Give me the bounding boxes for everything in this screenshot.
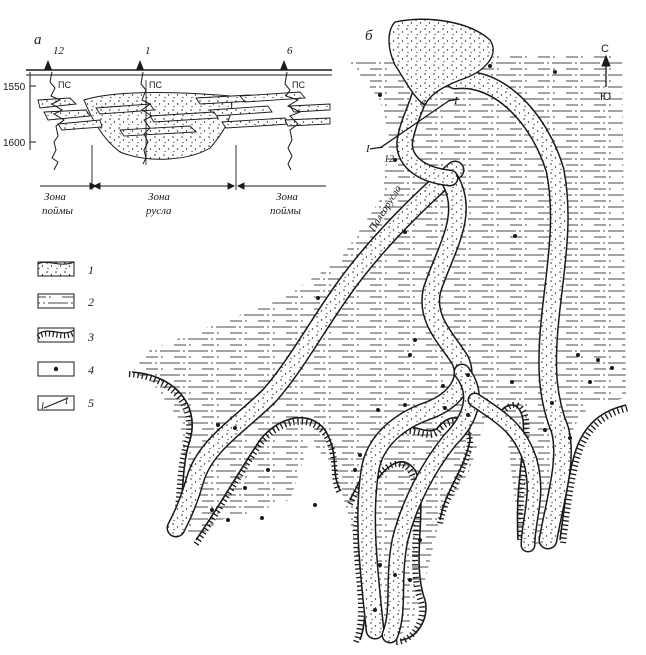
well-dot [466,373,470,377]
well-dot [576,353,580,357]
panel-letter-a: а [34,32,42,48]
well-dot [358,453,362,457]
well-dot [466,413,470,417]
well-dot [373,608,377,612]
compass-south: Ю [600,91,611,103]
legend: 1 2 3 4 I I 5 [36,261,94,411]
well-dot [513,234,517,238]
profile-well-6: 6 [421,99,426,110]
legend-well-dot [53,366,59,372]
profile-well-12: 12 [384,154,394,165]
well-dot [543,428,547,432]
well-dot [316,296,320,300]
well-dot [210,508,214,512]
well-dot [610,366,614,370]
well-dot [441,384,445,388]
well-dot [553,70,557,74]
map-clay-area [132,52,626,640]
panel-letter-b: б [365,28,373,44]
well-number-1: 1 [145,45,151,57]
well-dot [568,436,572,440]
well-dot [413,338,417,342]
well-dot [596,358,600,362]
zone-floodplain-left-l2: поймы [42,205,74,217]
well-dot [266,468,270,472]
well-dot [233,426,237,430]
well-dot [313,503,317,507]
zone-floodplain-right-l2: поймы [270,205,302,217]
legend-item-profile: I I 5 [37,395,94,411]
well-dot [393,158,397,162]
well-dot [510,380,514,384]
legend-profile-mark-right: I [64,396,69,406]
well-triangle-12 [44,60,52,70]
well-dot [378,93,382,97]
well-dot [353,468,357,472]
legend-item-sand: 1 [37,261,94,277]
legend-item-well: 4 [37,361,94,377]
paleochannels [166,51,572,644]
profile-end-left: I [365,143,371,155]
well-dot [243,486,247,490]
well-triangle-6 [280,60,288,70]
legend-profile-mark-left: I [40,401,45,411]
sp-logs [49,71,302,171]
well-dot [588,380,592,384]
sp-log-1 [140,71,154,165]
legend-num-5: 5 [88,396,94,410]
legend-num-1: 1 [88,263,94,277]
sp-label-6: ПС [292,80,305,90]
well-dot [260,516,264,520]
profile-line [369,98,460,150]
legend-item-erosion: 3 [36,327,94,344]
legend-item-clay: 2 [37,293,94,309]
map-wells [210,64,614,612]
well-dot [550,401,554,405]
sand-body-upper [388,18,494,106]
well-dot [216,423,220,427]
zone-channel-l1: Зона [148,191,170,203]
well-dot [226,518,230,522]
well-dot [408,578,412,582]
depth-scale [29,72,36,150]
zone-floodplain-left-l1: Зона [44,191,66,203]
well-dot [376,408,380,412]
well-dot [418,538,422,542]
erosion-boundary-mid [195,416,341,541]
legend-num-2: 2 [88,295,94,309]
compass-arrow [601,54,611,87]
well-dot [443,406,447,410]
zone-channel-l2: русла [145,205,172,217]
sp-label-1: ПС [149,80,162,90]
legend-num-4: 4 [88,363,94,377]
well-dot [408,353,412,357]
depth-label-1550: 1550 [3,82,26,93]
zone-floodplain-right-l1: Зона [276,191,298,203]
section-datum [26,69,332,76]
well-dot [378,563,382,567]
well-number-12: 12 [53,45,65,57]
erosion-boundary-right [559,404,627,541]
erosion-boundary-right-notch [494,404,525,541]
compass-north: С [601,43,609,55]
well-dot [403,403,407,407]
sp-log-12 [49,71,65,171]
zone-boundaries [40,145,326,190]
depth-label-1600: 1600 [3,138,26,149]
sp-log-6 [284,71,302,171]
well-dot [488,64,492,68]
section-lenses [37,91,331,137]
sp-label-12: ПС [58,80,71,90]
profile-end-right: I [453,95,459,107]
well-number-6: 6 [287,45,293,57]
well-dot [403,230,407,234]
well-triangle-1 [136,60,144,70]
legend-num-3: 3 [87,330,94,344]
well-dot [393,573,397,577]
section-wells [44,60,288,70]
